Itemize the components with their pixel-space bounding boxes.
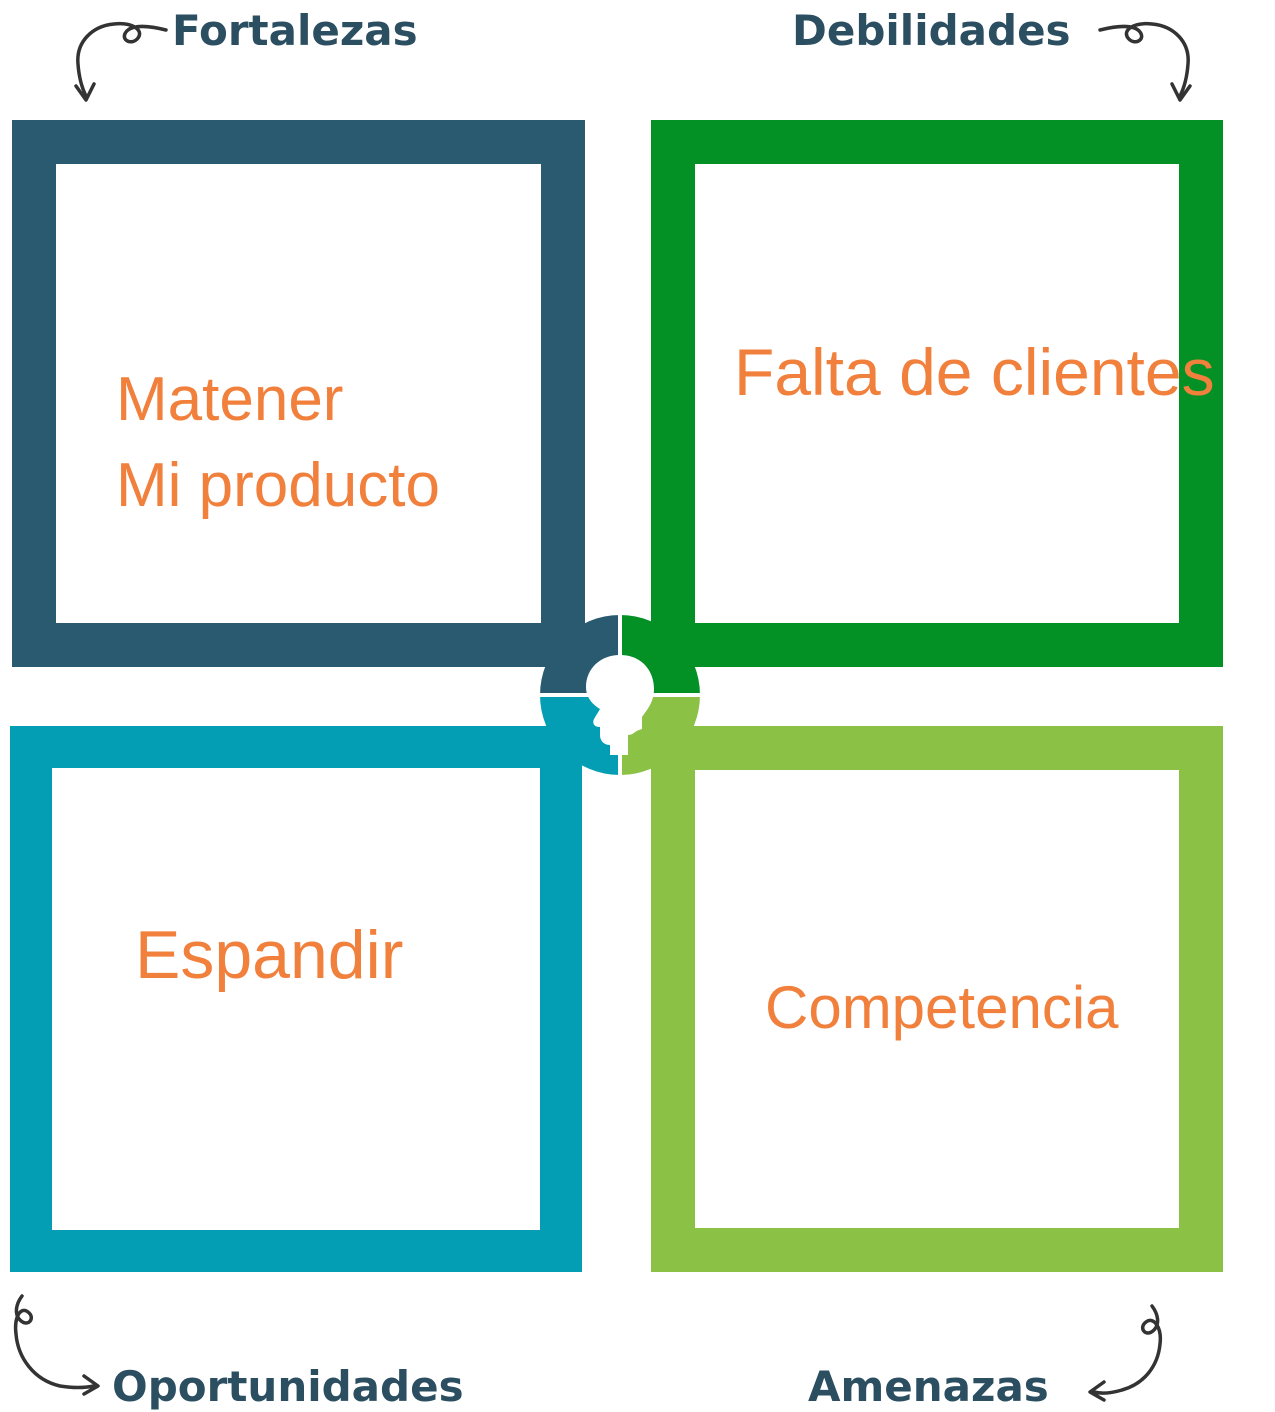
debilidades-curly-arrow-icon (1098, 21, 1192, 102)
fortalezas-quadrant (12, 120, 585, 667)
fortalezas-curly-arrow-icon (74, 21, 168, 102)
amenazas-text: Competencia (765, 974, 1119, 1041)
oportunidades-heading: Oportunidades (112, 1362, 464, 1411)
debilidades-quadrant (651, 120, 1223, 667)
debilidades-text: Falta de clientes (734, 335, 1215, 409)
fortalezas-text-line-1: Matener (116, 365, 344, 434)
debilidades-heading: Debilidades (792, 6, 1071, 55)
amenazas-heading: Amenazas (808, 1362, 1049, 1411)
oportunidades-curly-arrow-icon (13, 1294, 100, 1396)
lightbulb-head-icon (538, 613, 702, 777)
amenazas-quadrant (651, 726, 1223, 1272)
oportunidades-text: Espandir (135, 917, 404, 993)
oportunidades-quadrant (10, 726, 582, 1272)
fortalezas-heading: Fortalezas (172, 6, 418, 55)
fortalezas-text-line-2: Mi producto (116, 451, 440, 520)
amenazas-curly-arrow-icon (1088, 1304, 1163, 1402)
